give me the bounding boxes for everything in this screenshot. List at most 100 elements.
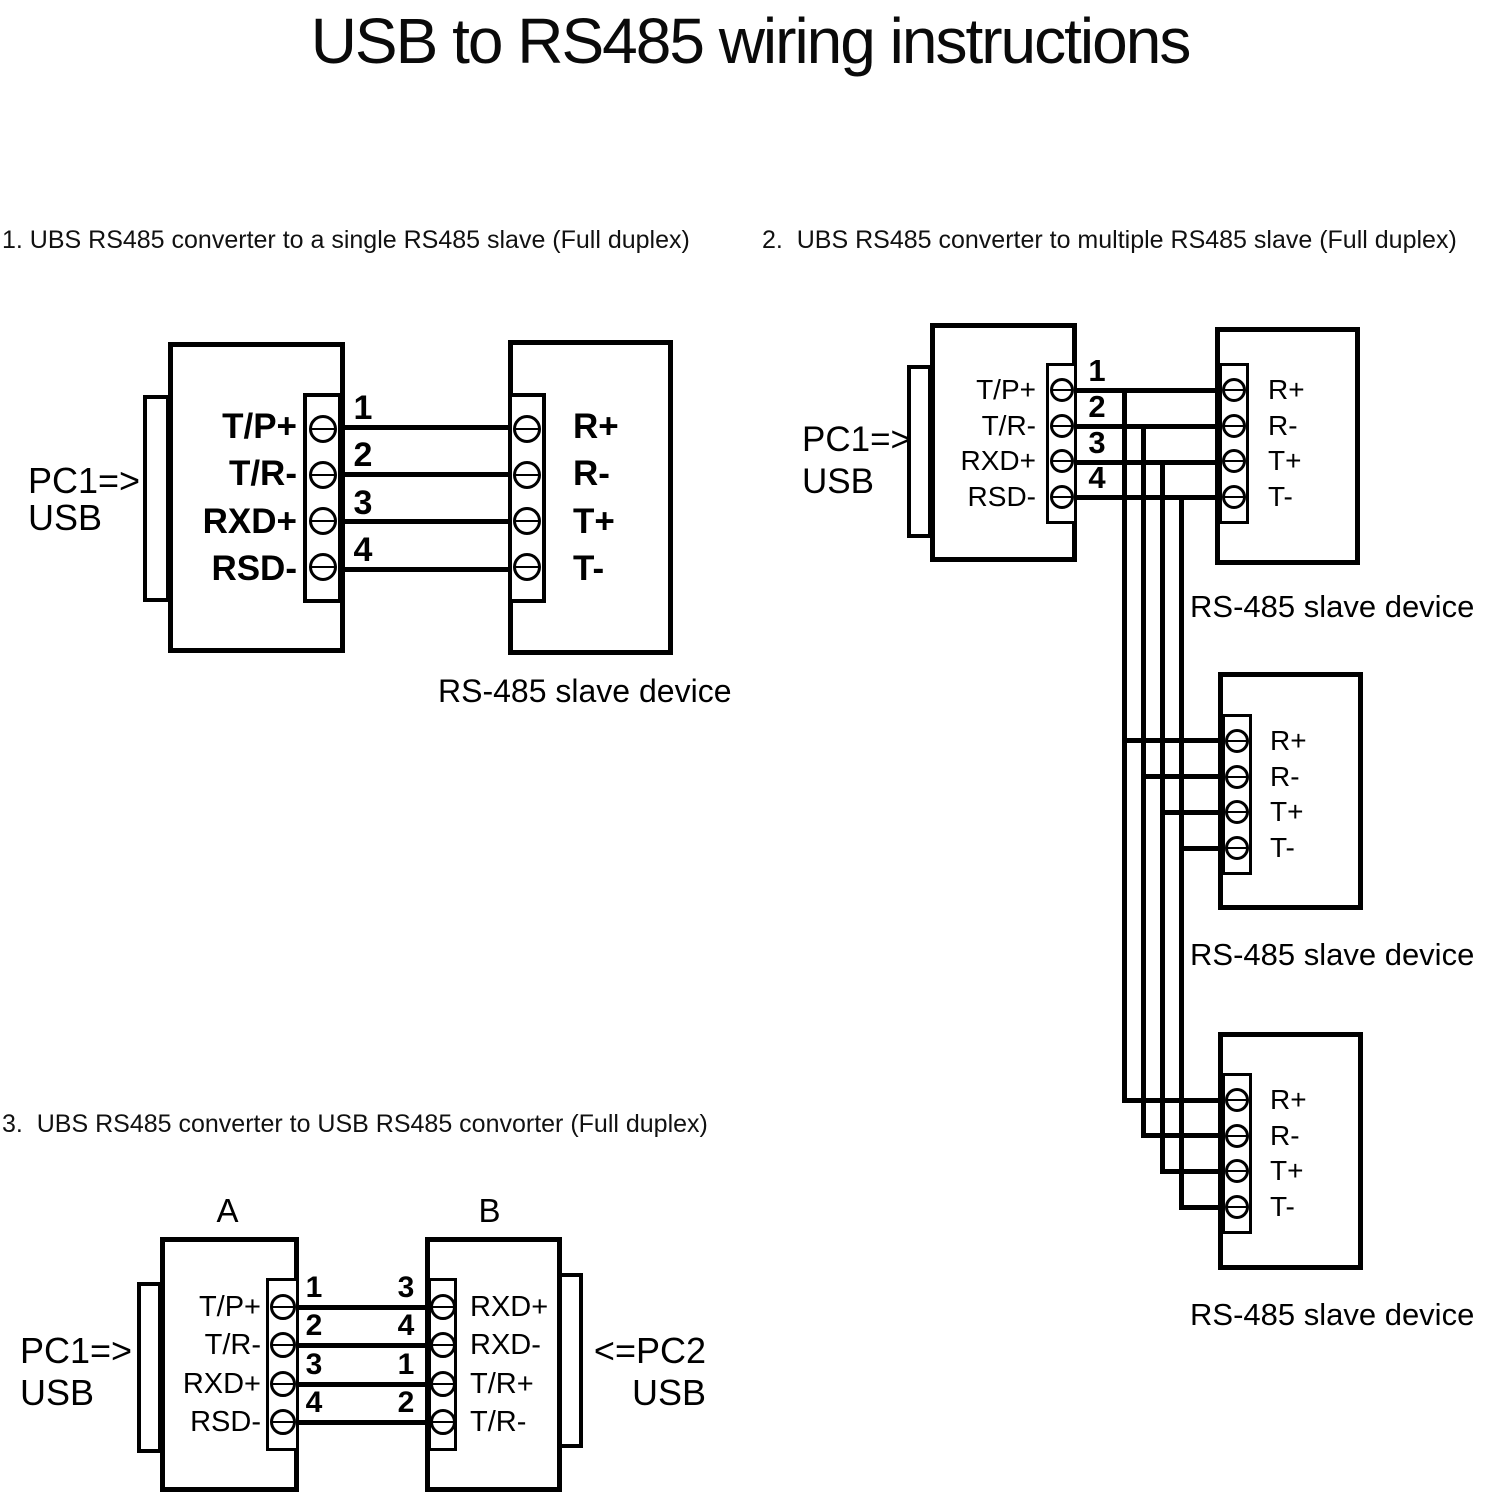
converter-pin-labels: T/P+ T/R- RXD+ RSD- [100, 407, 297, 589]
wire-number: 4 [353, 531, 373, 569]
wire-number: 1 [397, 1348, 415, 1381]
pin-label: RXD+ [182, 1367, 261, 1400]
pin-label: RXD- [470, 1329, 541, 1362]
slave-pin-labels: R+ R- T+ T- [1270, 724, 1380, 865]
pin-label: R+ [1270, 1084, 1307, 1115]
wire [340, 519, 510, 524]
screw-terminal-icon [513, 415, 541, 443]
pc-label-line: USB [28, 497, 103, 538]
wire-number: 3 [305, 1348, 323, 1381]
slave-pin-labels: R+ R- T+ T- [1268, 373, 1378, 514]
pin-label: T/R- [228, 454, 297, 494]
pin-label: T- [1270, 831, 1295, 863]
pin-label: T- [1268, 480, 1293, 512]
section-2-heading: 2. UBS RS485 converter to multiple RS485… [762, 226, 1457, 254]
wire [1077, 495, 1224, 500]
branch-wire [1179, 1205, 1225, 1210]
terminal-strip [508, 393, 546, 603]
slave-device-caption: RS-485 slave device [438, 673, 732, 709]
screw-terminal-icon [1049, 449, 1074, 474]
terminal-strip [1222, 714, 1252, 875]
pc-label-line: PC1=> [802, 420, 911, 459]
terminal-strip [1046, 363, 1077, 524]
pin-label: T+ [573, 501, 615, 541]
terminal-strip [303, 393, 342, 603]
wire-number: 2 [353, 436, 373, 474]
pin-label: T/P+ [976, 374, 1036, 405]
slave-device-caption: RS-485 slave device [1190, 1297, 1475, 1332]
screw-terminal-icon [513, 553, 541, 581]
pin-label: T/R- [470, 1405, 527, 1438]
screw-terminal-icon [308, 553, 337, 581]
pc1-usb-label: PC1=> USB [802, 419, 911, 503]
pin-label: T+ [1268, 445, 1302, 477]
wire [340, 425, 510, 430]
screw-terminal-icon [308, 415, 337, 443]
bus-wire-vertical [1179, 495, 1184, 1209]
screw-terminal-icon [1225, 800, 1249, 825]
pin-label: RSD- [967, 480, 1036, 512]
wire-number: 4 [1088, 460, 1106, 495]
branch-wire [1179, 846, 1225, 851]
branch-wire [1122, 738, 1225, 743]
screw-terminal-icon [513, 507, 541, 535]
converter-pin-labels: T/P+ T/R- RXD+ RSD- [876, 373, 1036, 514]
screw-terminal-icon [308, 507, 337, 535]
screw-terminal-icon [1222, 413, 1246, 438]
wire-number: 2 [305, 1309, 323, 1342]
screw-terminal-icon [269, 1332, 296, 1359]
screw-terminal-icon [1049, 413, 1074, 438]
wire [340, 472, 510, 477]
wire-number: 2 [1088, 389, 1106, 424]
pin-label: R+ [1270, 725, 1307, 756]
pin-label: RXD+ [960, 445, 1036, 477]
usb-connector-tab [558, 1273, 583, 1448]
screw-terminal-icon [269, 1409, 296, 1436]
slave-device-caption: RS-485 slave device [1190, 589, 1475, 624]
branch-wire [1141, 774, 1225, 779]
pin-label: R- [573, 454, 610, 494]
wire [1077, 460, 1224, 465]
pin-label: R- [1270, 760, 1300, 792]
wire [1077, 424, 1224, 429]
pin-label: RXD+ [202, 501, 297, 541]
terminal-strip [1222, 1073, 1252, 1234]
pin-label: T+ [1270, 796, 1304, 828]
screw-terminal-icon [1222, 377, 1246, 402]
branch-wire [1160, 1169, 1225, 1174]
slave-pin-labels: R+ R- T+ T- [573, 407, 713, 589]
screw-terminal-icon [1225, 1195, 1249, 1220]
screw-terminal-icon [1049, 377, 1074, 402]
screw-terminal-icon [1225, 1087, 1249, 1112]
pin-label: T/P+ [222, 407, 297, 446]
screw-terminal-icon [429, 1370, 456, 1397]
converter-a-pin-labels: T/P+ T/R- RXD+ RSD- [99, 1289, 261, 1440]
pin-label: T- [1270, 1190, 1295, 1222]
pc1-usb-label: PC1=> USB [28, 462, 140, 536]
pc1-usb-label: PC1=> USB [20, 1330, 132, 1414]
wire-number: 3 [1088, 425, 1106, 460]
page-title: USB to RS485 wiring instructions [310, 5, 1192, 77]
screw-terminal-icon [429, 1293, 456, 1320]
terminal-strip [428, 1278, 457, 1451]
pc-label-line: USB [631, 1372, 706, 1413]
wire-number: 3 [353, 484, 373, 522]
screw-terminal-icon [1225, 836, 1249, 861]
usb-connector-tab [907, 365, 932, 538]
pin-label: T/R+ [470, 1367, 534, 1400]
pc2-usb-label: <=PC2 USB [558, 1330, 706, 1414]
screw-terminal-icon [1225, 764, 1249, 789]
wire-number: 1 [305, 1271, 323, 1304]
wire [340, 567, 510, 572]
converter-b-pin-labels: RXD+ RXD- T/R+ T/R- [470, 1289, 600, 1440]
screw-terminal-icon [513, 461, 541, 489]
bus-wire-vertical [1160, 460, 1165, 1173]
wire-number: 2 [397, 1386, 415, 1419]
pc-label-line: PC1=> [28, 460, 141, 501]
wire [297, 1343, 432, 1348]
pin-label: T/R- [204, 1329, 261, 1362]
wire-number: 4 [397, 1309, 415, 1342]
screw-terminal-icon [308, 461, 337, 489]
screw-terminal-icon [1222, 449, 1246, 474]
